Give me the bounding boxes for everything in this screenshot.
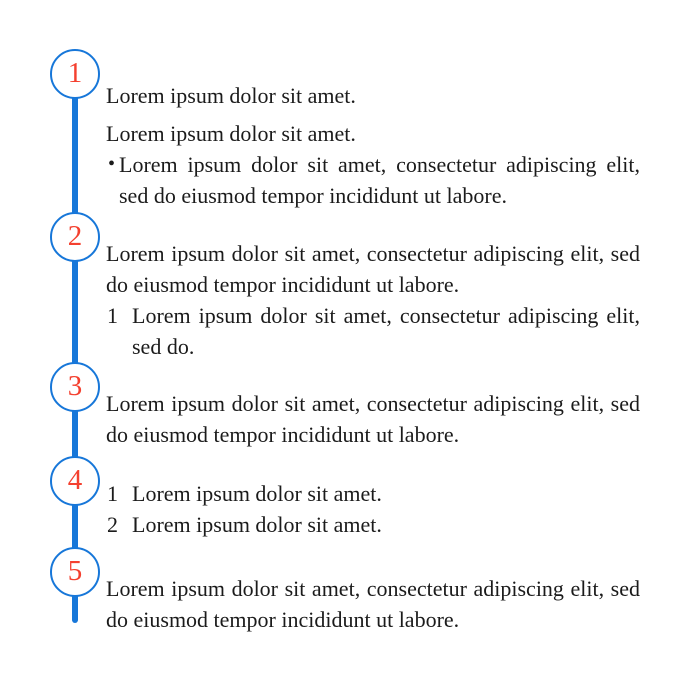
step-circle-4: 4 <box>50 456 100 506</box>
step-circle-2: 2 <box>50 212 100 262</box>
step-content-1: Lorem ipsum dolor sit amet. Lorem ipsum d… <box>106 80 640 211</box>
step-content-3: Lorem ipsum dolor sit amet, consectetur … <box>106 388 640 450</box>
block-text: Lorem ipsum dolor sit amet, consectetur … <box>106 391 640 447</box>
numbered-item: 1 Lorem ipsum dolor sit amet. <box>106 478 640 509</box>
step-number-5: 5 <box>67 554 83 587</box>
step-number-2: 2 <box>67 219 83 252</box>
block-text: Lorem ipsum dolor sit amet. <box>132 512 382 537</box>
numbered-item: 1 Lorem ipsum dolor sit amet, consectetur… <box>106 300 640 362</box>
step-content-5: Lorem ipsum dolor sit amet, consectetur … <box>106 573 640 635</box>
paragraph: Lorem ipsum dolor sit amet, consectetur … <box>106 573 640 635</box>
paragraph: Lorem ipsum dolor sit amet. <box>106 118 640 149</box>
number-marker: 1 <box>107 481 118 506</box>
paragraph: Lorem ipsum dolor sit amet. <box>106 80 640 111</box>
block-text: Lorem ipsum dolor sit amet, consectetur … <box>119 152 640 208</box>
block-text: Lorem ipsum dolor sit amet. <box>132 481 382 506</box>
block-text: Lorem ipsum dolor sit amet, consectetur … <box>132 303 640 359</box>
numbered-item: 2 Lorem ipsum dolor sit amet. <box>106 509 640 540</box>
step-content-2: Lorem ipsum dolor sit amet, consectetur … <box>106 238 640 362</box>
step-number-4: 4 <box>67 463 83 496</box>
paragraph: Lorem ipsum dolor sit amet, consectetur … <box>106 388 640 450</box>
block-text: Lorem ipsum dolor sit amet, consectetur … <box>106 576 640 632</box>
number-marker: 2 <box>107 512 118 537</box>
timeline-line <box>72 74 78 623</box>
number-marker: 1 <box>107 303 118 328</box>
block-text: Lorem ipsum dolor sit amet. <box>106 83 356 108</box>
block-text: Lorem ipsum dolor sit amet. <box>106 121 356 146</box>
bullet-marker: • <box>108 153 116 175</box>
step-circle-3: 3 <box>50 362 100 412</box>
block-text: Lorem ipsum dolor sit amet, consectetur … <box>106 241 640 297</box>
bullet-item: •Lorem ipsum dolor sit amet, consectetur… <box>106 149 640 211</box>
step-circle-5: 5 <box>50 547 100 597</box>
step-number-1: 1 <box>67 56 83 89</box>
step-number-3: 3 <box>67 369 83 402</box>
step-circle-1: 1 <box>50 49 100 99</box>
paragraph: Lorem ipsum dolor sit amet, consectetur … <box>106 238 640 300</box>
